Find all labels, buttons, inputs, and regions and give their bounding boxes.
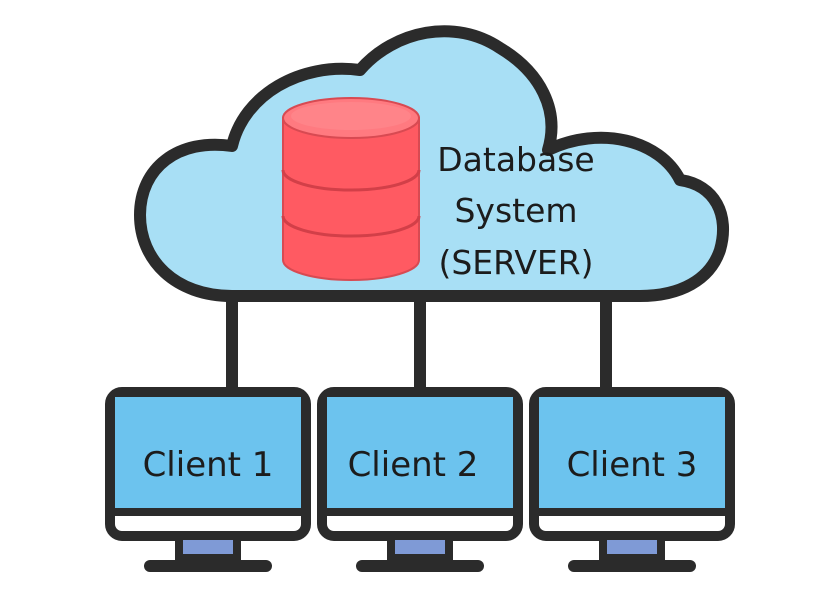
server-label-line-3: (SERVER)	[438, 243, 593, 282]
monitor-icon	[317, 387, 523, 572]
client-1-label: Client 1	[143, 445, 274, 485]
client-2: Client 2	[317, 387, 523, 572]
cloud-icon	[134, 25, 730, 302]
database-icon	[281, 97, 421, 281]
server-label-line-1: Database	[437, 140, 594, 179]
monitor-icon	[529, 387, 735, 572]
client-1: Client 1	[105, 387, 311, 572]
client-2-label: Client 2	[348, 445, 479, 485]
client-3: Client 3	[529, 387, 735, 572]
monitor-icon	[105, 387, 311, 572]
client-3-label: Client 3	[567, 445, 698, 485]
connectors	[226, 290, 612, 392]
server-label-line-2: System	[454, 191, 577, 230]
server-cloud	[134, 25, 730, 302]
